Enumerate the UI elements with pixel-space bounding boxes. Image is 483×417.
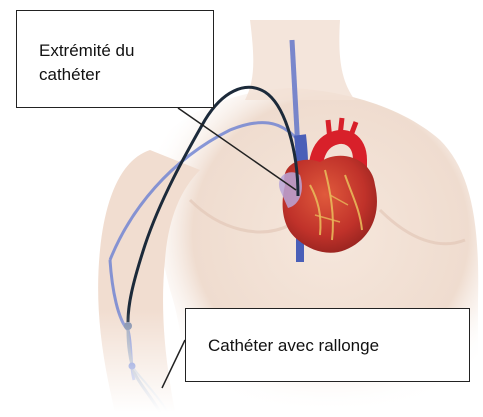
catheter-tip-label-line2: cathéter (39, 63, 213, 87)
catheter-tip-label-line1: Extrémité du (39, 39, 213, 63)
catheter-extension-label: Cathéter avec rallonge (208, 334, 469, 358)
catheter-tip-callout: Extrémité du cathéter (16, 10, 214, 108)
catheter-extension-callout: Cathéter avec rallonge (185, 308, 470, 382)
